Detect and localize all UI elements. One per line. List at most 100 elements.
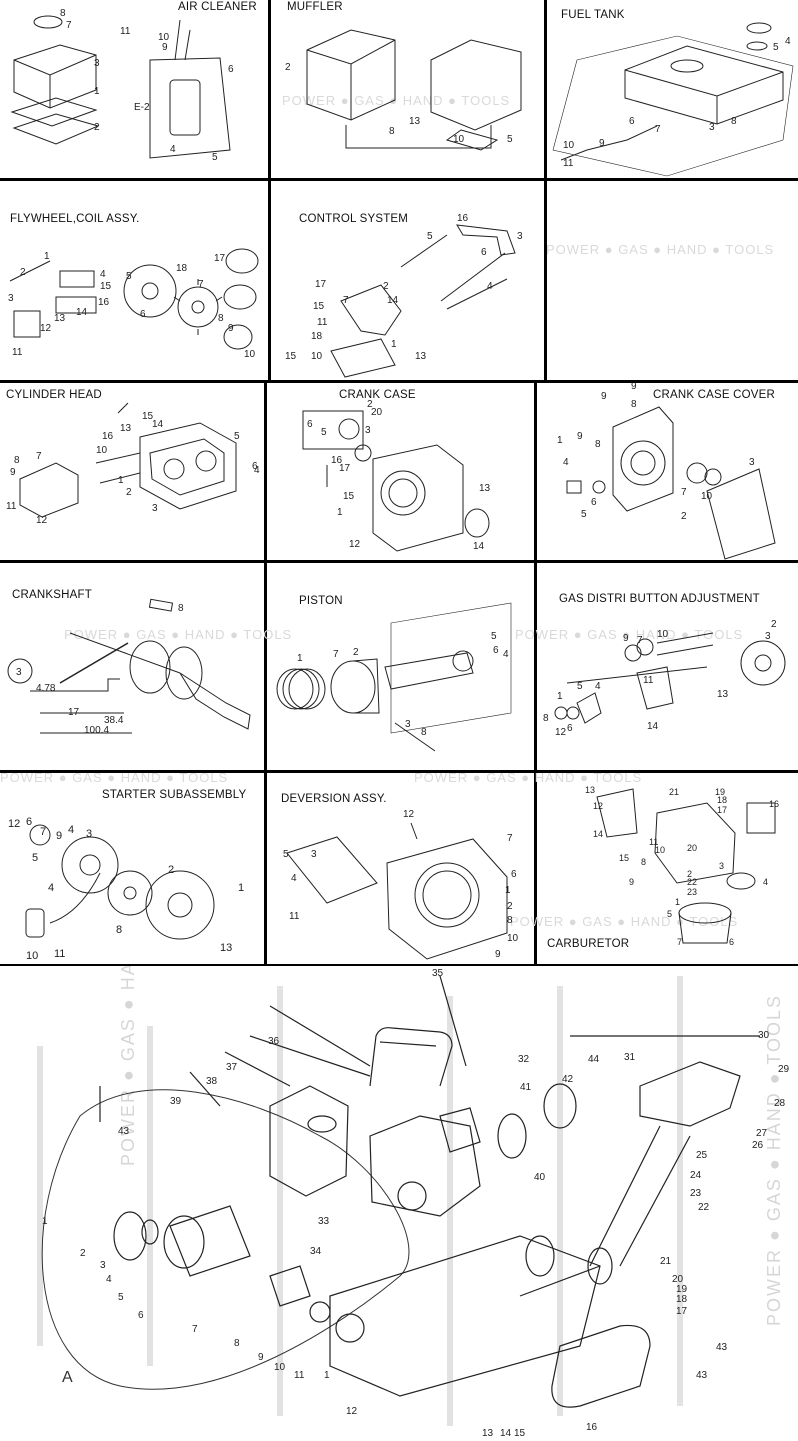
lift-handle bbox=[369, 1027, 453, 1087]
callout: 22 bbox=[687, 877, 697, 887]
main-assembly: POWER ● GAS ● HAND ● TOOLS POWER ● GAS ●… bbox=[0, 966, 798, 1441]
callout: 25 bbox=[696, 1150, 708, 1161]
grid-line bbox=[0, 560, 798, 563]
callout: 39 bbox=[170, 1096, 182, 1107]
callout: 11 bbox=[317, 317, 328, 328]
crank-case-cover-drawing: 9 9 8 9 8 6 5 7 10 2 3 1 4 bbox=[557, 383, 776, 560]
callout: 3 bbox=[8, 293, 14, 304]
callout: 36 bbox=[268, 1036, 280, 1047]
callout: 6 bbox=[511, 869, 517, 880]
fuel-tank-drawing: 4 5 6 8 7 9 10 11 3 bbox=[552, 22, 794, 177]
callout: 4 bbox=[563, 457, 569, 468]
callout: 8 bbox=[595, 439, 601, 450]
callout: 3 bbox=[94, 58, 100, 69]
callout: 17 bbox=[676, 1306, 688, 1317]
callout: 2 bbox=[126, 487, 132, 498]
callout: 1 bbox=[324, 1370, 330, 1381]
callout: 5 bbox=[234, 431, 240, 442]
callout: 2 bbox=[367, 399, 373, 410]
callout: 28 bbox=[774, 1098, 786, 1109]
dimension-label: 100.4 bbox=[84, 725, 109, 736]
callout: 17 bbox=[717, 805, 727, 815]
handle-grip bbox=[639, 1061, 741, 1127]
callout: 5 bbox=[773, 42, 779, 53]
callout: 2 bbox=[94, 122, 100, 133]
callout: 14 bbox=[647, 721, 659, 732]
callout: 6 bbox=[729, 937, 734, 947]
callout: 8 bbox=[731, 116, 737, 127]
panel-gas-distri: GAS DISTRI BUTTON ADJUSTMENT 1 2 3 4 5 6… bbox=[537, 563, 798, 770]
callout: 20 bbox=[672, 1274, 684, 1285]
callout: 13 bbox=[409, 116, 421, 127]
callout: 2 bbox=[168, 864, 174, 876]
callout: 5 bbox=[581, 509, 587, 520]
callout: 13 bbox=[585, 785, 595, 795]
callout: 23 bbox=[687, 887, 697, 897]
panel-title: MUFFLER bbox=[287, 1, 343, 13]
belt-guard bbox=[269, 1085, 349, 1197]
callout: 31 bbox=[624, 1052, 636, 1063]
callout: 7 bbox=[198, 279, 204, 290]
callout: 21 bbox=[669, 787, 679, 797]
callout: 1 bbox=[118, 475, 124, 486]
callout: 12 bbox=[403, 809, 415, 820]
callout: 5 bbox=[32, 852, 38, 864]
callout: 13 bbox=[54, 313, 66, 324]
grid-line bbox=[0, 380, 798, 383]
callout: 1 bbox=[557, 435, 563, 446]
detail-label: A bbox=[62, 1369, 73, 1386]
callout: 3 bbox=[709, 122, 715, 133]
callout: 2 bbox=[507, 901, 513, 912]
callout: 15 bbox=[142, 411, 154, 422]
callout: 34 bbox=[310, 1246, 322, 1257]
callout: 15 bbox=[619, 853, 629, 863]
panel-crank-case: CRANK CASE 20 17 5 2 6 3 14 13 12 1 16 1… bbox=[267, 383, 534, 560]
dimension-label: 38.4 bbox=[104, 715, 124, 726]
callout: 3 bbox=[765, 631, 771, 642]
panel-flywheel-coil: FLYWHEEL,COIL ASSY. 11 12 13 14 15 16 17… bbox=[0, 181, 268, 380]
callout: 11 bbox=[289, 911, 300, 922]
callout: 6 bbox=[307, 419, 313, 430]
callout: 9 bbox=[56, 830, 62, 842]
callout: 6 bbox=[228, 64, 234, 75]
callout: 14 bbox=[387, 295, 399, 306]
callout: 12 bbox=[593, 801, 603, 811]
callout: 15 bbox=[514, 1428, 526, 1439]
panel-title: DEVERSION ASSY. bbox=[281, 793, 387, 805]
callout: 4 bbox=[595, 681, 601, 692]
callout: 3 bbox=[86, 828, 92, 840]
callout: 13 bbox=[220, 942, 232, 954]
panel-title: CRANK CASE COVER bbox=[653, 389, 776, 401]
callout: 14 bbox=[152, 419, 164, 430]
callout: 11 bbox=[12, 347, 23, 358]
assembly-drawing: POWER ● GAS ● HAND ● TOOLS POWER ● GAS ●… bbox=[37, 966, 790, 1439]
callout: 17 bbox=[315, 279, 327, 290]
callout: 8 bbox=[641, 857, 646, 867]
callout: 10 bbox=[96, 445, 108, 456]
callout: 7 bbox=[677, 937, 682, 947]
panel-starter: STARTER SUBASSEMBLY 12 6 7 9 4 3 5 4 2 1… bbox=[0, 773, 264, 964]
callout: 13 bbox=[120, 423, 132, 434]
panel-title: CYLINDER HEAD bbox=[6, 389, 102, 401]
callout: 5 bbox=[321, 427, 327, 438]
callout: 10 bbox=[701, 491, 713, 502]
callout: 10 bbox=[453, 134, 465, 145]
callout: 2 bbox=[681, 511, 687, 522]
callout: 9 bbox=[631, 383, 637, 392]
callout: 7 bbox=[333, 649, 339, 660]
callout: 2 bbox=[771, 619, 777, 630]
callout: 35 bbox=[432, 968, 444, 979]
callout: 8 bbox=[631, 399, 637, 410]
callout: 9 bbox=[10, 467, 16, 478]
callout: 8 bbox=[234, 1338, 240, 1349]
muffler-drawing: 2 8 13 10 5 bbox=[285, 29, 522, 151]
callout: 12 bbox=[555, 727, 567, 738]
callout: 7 bbox=[681, 487, 687, 498]
callout: 8 bbox=[507, 915, 513, 926]
callout: 15 bbox=[313, 301, 325, 312]
callout: 11 bbox=[563, 158, 574, 169]
panel-deversion: DEVERSION ASSY. 12 7 6 5 4 11 2 8 1 10 9… bbox=[267, 773, 534, 964]
callout: 16 bbox=[457, 213, 469, 224]
panel-control-system: CONTROL SYSTEM 16 3 5 2 6 4 17 7 14 15 1… bbox=[271, 181, 544, 380]
control-system-drawing: 16 3 5 2 6 4 17 7 14 15 11 18 10 15 1 13 bbox=[285, 213, 523, 378]
